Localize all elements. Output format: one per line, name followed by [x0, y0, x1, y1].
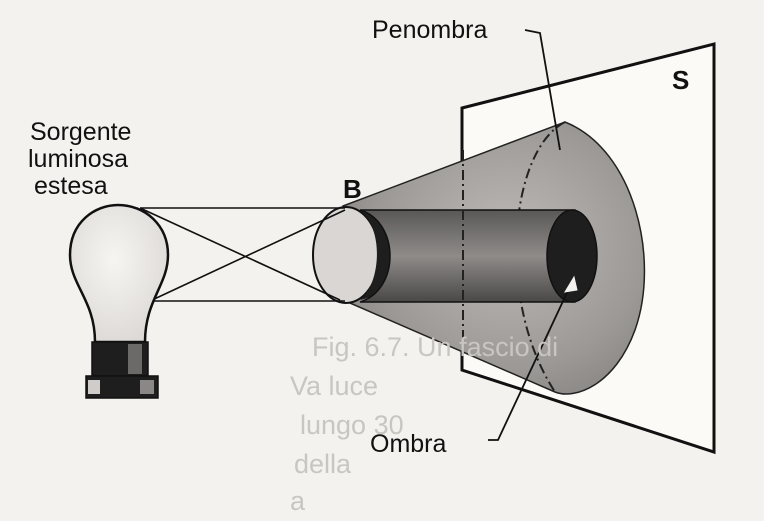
- label-source-line2: luminosa: [28, 145, 129, 173]
- bulb-glass: [68, 203, 170, 344]
- show-through-line-1: Fig. 6.7. Un fascio di: [312, 332, 559, 362]
- bulb-cap-highlight: [88, 380, 100, 394]
- bulb-base-highlight: [128, 344, 142, 374]
- label-obstacle-b: B: [343, 174, 362, 204]
- label-penombra: Penombra: [372, 16, 488, 44]
- show-through-line-4: della: [294, 449, 352, 479]
- bulb-cap-stripe: [140, 380, 154, 394]
- obstacle-b: [312, 206, 380, 304]
- umbra-cylinder: [359, 209, 576, 303]
- umbra-spot: [546, 209, 598, 303]
- label-ombra: Ombra: [370, 430, 447, 458]
- show-through-line-3: lungo 30: [300, 410, 404, 440]
- ombra-arrowhead: [564, 275, 578, 293]
- show-through-line-2: Va luce: [290, 371, 379, 401]
- label-source-line3: estesa: [34, 172, 108, 200]
- show-through-line-5: a: [290, 486, 306, 516]
- penombra-leader: [524, 29, 561, 151]
- label-source-line1: Sorgente: [30, 118, 132, 146]
- light-rays: [139, 207, 346, 302]
- ombra-leader: [488, 281, 573, 441]
- label-screen-s: S: [672, 65, 690, 95]
